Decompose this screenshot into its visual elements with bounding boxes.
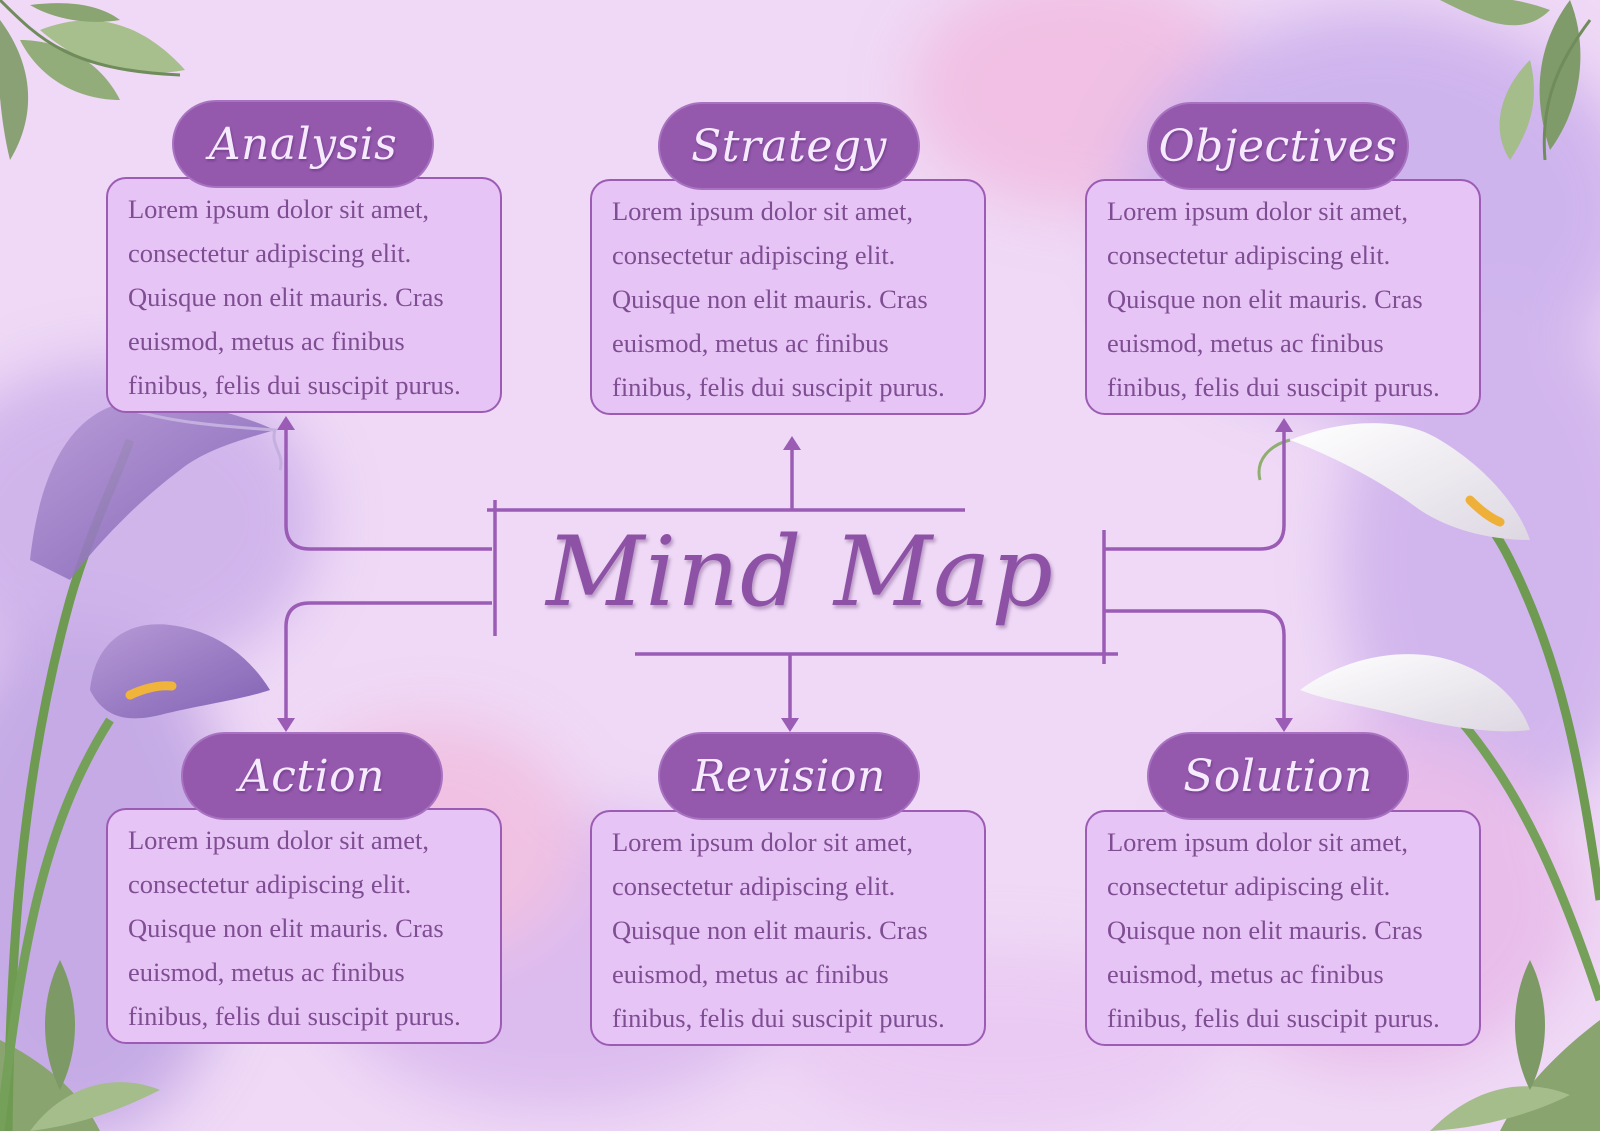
card-text-line: euismod, metus ac finibus	[1107, 959, 1384, 989]
node-card-objectives: Lorem ipsum dolor sit amet, consectetur …	[1085, 179, 1481, 415]
card-text-line: finibus, felis dui suscipit purus.	[128, 1001, 461, 1031]
connector-action	[284, 601, 492, 722]
node-card-action: Lorem ipsum dolor sit amet, consectetur …	[106, 808, 502, 1044]
connector-analysis	[284, 426, 492, 551]
leaf-decoration-top-right	[1440, 0, 1592, 161]
card-text-line: Lorem ipsum dolor sit amet,	[128, 194, 430, 224]
card-text-line: consectetur adipiscing elit.	[1107, 871, 1391, 901]
node-card-analysis: Lorem ipsum dolor sit amet, consectetur …	[106, 177, 502, 413]
card-text-line: consectetur adipiscing elit.	[612, 871, 896, 901]
leaf-decoration-bottom-right	[1430, 960, 1600, 1131]
card-text-line: euismod, metus ac finibus	[128, 326, 405, 356]
card-text-line: consectetur adipiscing elit.	[128, 869, 412, 899]
arrowhead-strategy	[783, 436, 801, 450]
node-card-strategy: Lorem ipsum dolor sit amet, consectetur …	[590, 179, 986, 415]
node-label-objectives: Objectives	[1147, 102, 1409, 190]
arrowhead-revision	[781, 718, 799, 732]
card-text-line: Quisque non elit mauris. Cras	[128, 913, 444, 943]
arrowhead-solution	[1275, 718, 1293, 732]
node-label-action: Action	[181, 732, 443, 820]
card-text-line: euismod, metus ac finibus	[612, 328, 889, 358]
card-text-line: finibus, felis dui suscipit purus.	[1107, 1003, 1440, 1033]
card-text-line: finibus, felis dui suscipit purus.	[612, 1003, 945, 1033]
mind-map-title: Mind Map	[546, 516, 1054, 628]
arrowhead-analysis	[277, 416, 295, 430]
node-label-analysis: Analysis	[172, 100, 434, 188]
card-text-line: euismod, metus ac finibus	[1107, 328, 1384, 358]
card-text-line: finibus, felis dui suscipit purus.	[1107, 372, 1440, 402]
connector-solution	[1104, 609, 1286, 722]
node-label-strategy: Strategy	[658, 102, 920, 190]
card-text-line: Lorem ipsum dolor sit amet,	[612, 827, 914, 857]
card-text-line: euismod, metus ac finibus	[128, 957, 405, 987]
card-text-line: Lorem ipsum dolor sit amet,	[612, 196, 914, 226]
card-text-line: finibus, felis dui suscipit purus.	[128, 370, 461, 400]
connector-objectives	[1104, 428, 1286, 551]
arrowhead-objectives	[1275, 418, 1293, 432]
card-text-line: consectetur adipiscing elit.	[1107, 240, 1391, 270]
node-card-revision: Lorem ipsum dolor sit amet, consectetur …	[590, 810, 986, 1046]
card-text-line: Quisque non elit mauris. Cras	[128, 282, 444, 312]
node-label-revision: Revision	[658, 732, 920, 820]
card-text-line: finibus, felis dui suscipit purus.	[612, 372, 945, 402]
calla-lily-right	[1257, 423, 1600, 1002]
arrowhead-action	[277, 718, 295, 732]
node-label-solution: Solution	[1147, 732, 1409, 820]
card-text-line: Quisque non elit mauris. Cras	[612, 284, 928, 314]
card-text-line: Lorem ipsum dolor sit amet,	[128, 825, 430, 855]
card-text-line: Quisque non elit mauris. Cras	[612, 915, 928, 945]
card-text-line: Quisque non elit mauris. Cras	[1107, 284, 1423, 314]
card-text-line: consectetur adipiscing elit.	[612, 240, 896, 270]
card-text-line: Lorem ipsum dolor sit amet,	[1107, 196, 1409, 226]
leaf-decoration-bottom-left	[0, 960, 160, 1131]
card-text-line: euismod, metus ac finibus	[612, 959, 889, 989]
card-text-line: Lorem ipsum dolor sit amet,	[1107, 827, 1409, 857]
card-text-line: Quisque non elit mauris. Cras	[1107, 915, 1423, 945]
leaf-decoration-top-left	[0, 0, 185, 160]
card-text-line: consectetur adipiscing elit.	[128, 238, 412, 268]
calla-lily-left	[0, 401, 283, 1131]
node-card-solution: Lorem ipsum dolor sit amet, consectetur …	[1085, 810, 1481, 1046]
